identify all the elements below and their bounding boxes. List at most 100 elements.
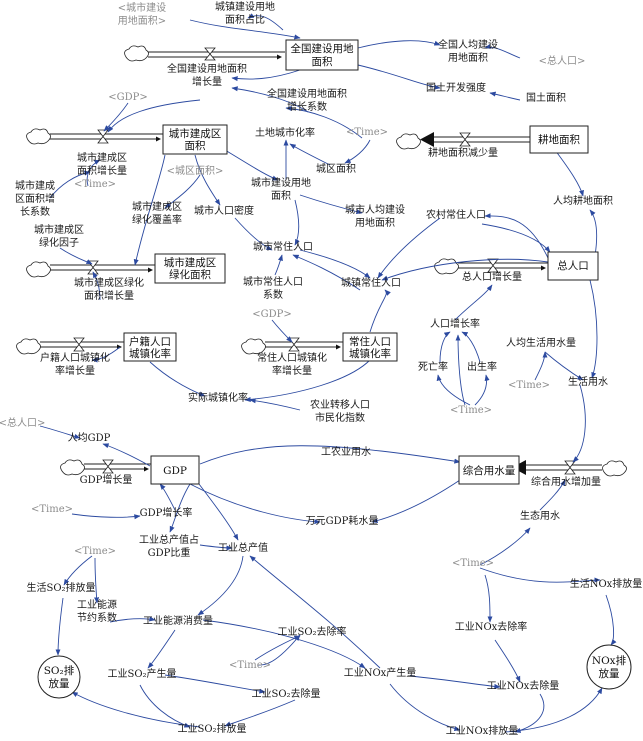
causal-link-37 — [436, 374, 471, 406]
var-ind-value: 工业总产值 — [218, 541, 268, 554]
causal-link-71 — [484, 574, 493, 623]
var-percap-land: 全国人均建设用地面积 — [438, 38, 498, 64]
var-nox-removal-rate: 工业NOx去除率 — [455, 620, 528, 633]
causal-link-18 — [224, 149, 279, 181]
svg-text:城市建成区面积: 城市建成区面积 — [169, 127, 222, 152]
stock-urban-green-area[interactable]: 城市建成区绿化面积 — [154, 253, 226, 284]
var-urban-increase: 城市建成区面积增长量 — [77, 151, 127, 177]
causal-link-52 — [572, 384, 586, 463]
stock-total-water-use[interactable]: 综合用水量 — [458, 455, 520, 485]
causal-link-21 — [554, 149, 584, 197]
var-life-nox: 生活NOx排放量 — [570, 577, 643, 590]
var-pop-increase: 总人口增长量 — [462, 270, 522, 283]
causal-link-49 — [39, 425, 81, 439]
causal-link-74 — [224, 699, 296, 727]
causal-link-39 — [455, 334, 466, 406]
causal-link-38 — [474, 374, 490, 406]
causal-link-17 — [194, 154, 221, 206]
var-time-4: <Time> — [450, 405, 492, 416]
causal-link-2 — [247, 13, 284, 31]
causal-link-27 — [292, 254, 361, 291]
var-water-increase: 综合用水增加量 — [531, 475, 601, 488]
causal-link-48 — [369, 289, 391, 333]
cloud-icon — [396, 133, 421, 150]
var-energy-saving: 工业能源节约系数 — [77, 598, 117, 624]
var-life-water: 生活用水 — [568, 375, 608, 388]
cloud-icon — [26, 261, 51, 278]
causal-link-81 — [504, 687, 603, 733]
stock-urban-built-up-area[interactable]: 城市建成区面积 — [162, 124, 228, 155]
causal-link-78 — [389, 683, 461, 732]
stock-total-population[interactable]: 总人口 — [547, 251, 599, 281]
causal-link-40 — [544, 351, 584, 381]
cloud-icon — [434, 258, 459, 275]
causal-link-4 — [231, 69, 301, 82]
var-so2-removal-rate: 工业SO₂去除率 — [277, 625, 346, 638]
causal-link-63 — [479, 567, 601, 583]
var-green-cover: 城市建成区绿化覆盖率 — [132, 200, 182, 226]
causal-link-69 — [202, 619, 366, 669]
var-urban-land: 城市建设用地面积 — [251, 176, 311, 202]
var-time-3: <Time> — [508, 380, 550, 391]
var-rural-pop: 农村常住人口 — [426, 208, 486, 221]
var-death-rate: 死亡率 — [418, 360, 448, 373]
var-city-area: 城区面积 — [316, 163, 356, 175]
svg-text:城市建成区绿化面积: 城市建成区绿化面积 — [164, 256, 217, 281]
stock-gdp[interactable]: GDP — [150, 455, 200, 485]
stock-hukou-urbanization[interactable]: 户籍人口城镇化率 — [123, 332, 177, 362]
causal-link-50 — [102, 443, 151, 467]
svg-text:耕地面积: 耕地面积 — [538, 133, 580, 146]
valve-icon — [73, 337, 85, 352]
stock-farmland-area[interactable]: 耕地面积 — [529, 125, 589, 154]
causal-link-32 — [133, 154, 166, 266]
var-so2-removed: 工业SO₂去除量 — [251, 687, 320, 700]
var-time-6: <Time> — [74, 546, 116, 557]
var-city-area-shadow: <城区面积> — [167, 165, 224, 177]
sink-so2-emission[interactable]: SO₂排放量 — [37, 655, 81, 699]
flow-water — [512, 460, 627, 477]
valve-icon — [102, 459, 114, 474]
var-so2-generated: 工业SO₂产生量 — [107, 667, 176, 680]
svg-text:全国建设用地面积: 全国建设用地面积 — [291, 42, 354, 68]
causal-link-45 — [149, 361, 206, 397]
causal-link-75 — [139, 684, 191, 728]
var-time-5: <Time> — [31, 504, 73, 515]
causal-link-84 — [481, 223, 551, 253]
stock-national-construction-land[interactable]: 全国建设用地面积 — [285, 39, 359, 71]
var-resident-increase: 常住人口城镇化率增长量 — [257, 351, 327, 377]
causal-link-6 — [357, 64, 441, 90]
var-eco-water: 生态用水 — [520, 509, 560, 522]
var-actual-urbanization: 实际城镇化率 — [188, 391, 248, 404]
sinks: SO₂排放量 NOx排放量 — [37, 644, 632, 699]
var-time-1: <Time> — [346, 127, 388, 138]
flow-land — [124, 45, 285, 62]
stock-resident-urbanization[interactable]: 常住人口城镇化率 — [342, 332, 398, 362]
causal-link-51 — [199, 445, 461, 465]
causal-link-15 — [49, 170, 91, 199]
causal-link-1 — [189, 19, 301, 40]
causal-link-9 — [231, 86, 309, 113]
var-gdp-increase: GDP增长量 — [80, 473, 133, 486]
svg-text:综合用水量: 综合用水量 — [463, 464, 516, 477]
var-indagri-water: 工农业用水 — [321, 445, 371, 458]
causal-link-36 — [461, 331, 481, 363]
causal-link-25 — [234, 217, 273, 251]
valve-icon — [564, 460, 576, 475]
causal-link-60 — [199, 544, 233, 551]
svg-text:总人口: 总人口 — [557, 259, 589, 272]
cloud-icon — [602, 460, 627, 477]
var-gdp-shadow-1: <GDP> — [108, 92, 148, 103]
var-land-increase: 全国建设用地面积增长量 — [167, 62, 247, 88]
var-green-increase: 城市建成区绿化面积增长量 — [74, 276, 144, 302]
var-nox-emission: 工业NOx排放量 — [446, 724, 519, 737]
causal-link-10 — [344, 139, 371, 164]
sink-nox-emission[interactable]: NOx排放量 — [586, 644, 632, 690]
var-farm-decrease: 耕地面积减少量 — [428, 146, 498, 159]
flow-farm — [396, 132, 530, 150]
valve-icon — [487, 258, 499, 273]
var-hukou-increase: 户籍人口城镇化率增长量 — [40, 351, 110, 377]
causal-link-55 — [189, 483, 321, 525]
causal-link-44 — [244, 359, 371, 402]
